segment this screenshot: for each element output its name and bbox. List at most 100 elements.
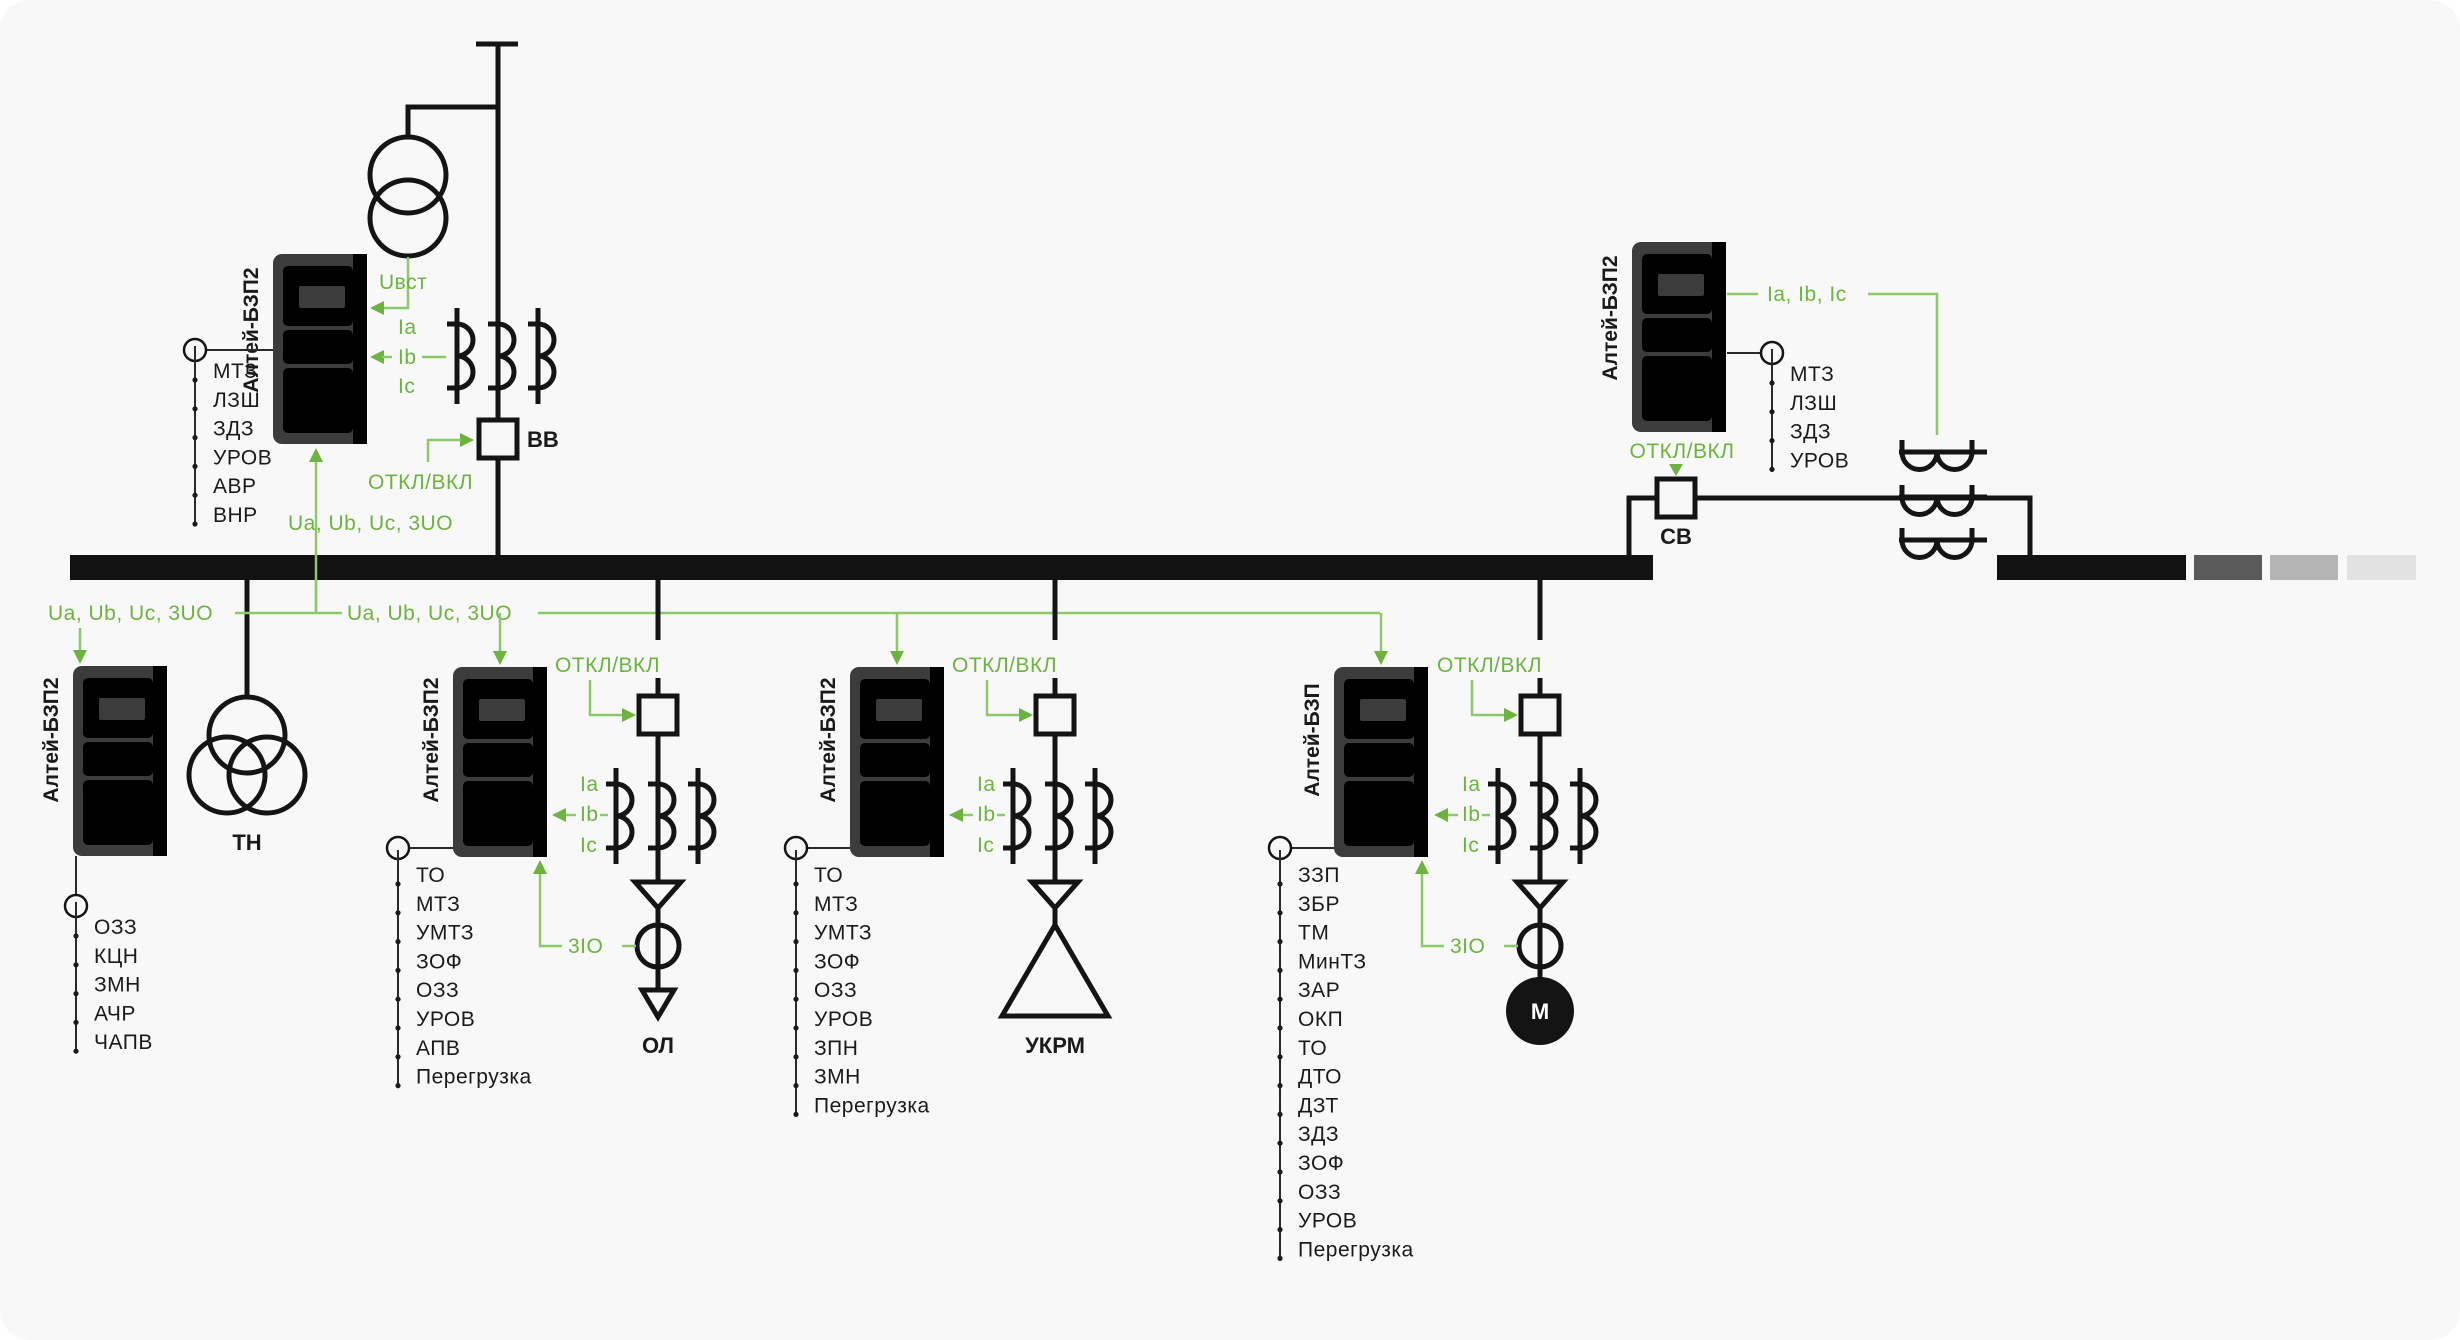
aux-tx-tap [405,104,498,136]
feeder-function-list: ЗЗПЗБРТММинТЗЗАРОКПТОДТОДЗТЗДЗЗОФОЗЗУРОВ… [1277,850,1413,1261]
bullet-icon [395,967,401,974]
protection-function: ЗДЗ [1790,421,1831,444]
protection-function: ЧАПВ [94,1031,153,1054]
feeder-relay[interactable] [850,667,944,857]
overhead-line-icon [637,987,679,1022]
incomer-control-wire [426,438,462,462]
load-label: ОЛ [642,1033,674,1058]
arrow-icon [1669,464,1683,476]
protection-function: УРОВ [814,1008,873,1031]
protection-function: ЗЗП [1298,864,1340,887]
bullet-icon [395,910,401,916]
sectional-breaker-label: СВ [1660,524,1692,549]
bullet-icon [793,910,799,916]
sectional-current-label: Ia, Ib, Ic [1767,283,1847,306]
feeder-breaker[interactable] [1518,693,1562,737]
incomer-voltage-label: Ua, Ub, Uc, 3UO [288,512,453,535]
protection-function: КЦН [94,945,138,968]
arrow-icon [552,808,566,822]
aux-transformer-winding-2 [367,177,449,259]
arrow-icon [890,651,904,665]
ib-label: Ib [398,346,417,369]
incomer-bay: ВВ Алтей-БЗП2 Uвст Ia Ib Ic ОТКЛ/ВКЛ Ua,… [182,41,559,612]
feeder-control-label: ОТКЛ/ВКЛ [1437,654,1542,677]
current-transformer-icon [648,768,674,864]
arrow-icon [1434,808,1448,822]
arrow-icon [1504,708,1518,722]
protection-function: УРОВ [1298,1210,1357,1233]
feeder-relay-model: Алтей-БЗП2 [817,677,840,802]
bus-section-2 [1997,555,2186,580]
bullet-icon [192,463,198,469]
feeder-bay: ОТКЛ/ВКЛIaIbIcАлтей-БЗП2ТОМТЗУМТЗЗОФОЗЗУ… [783,580,1113,1117]
bullet-icon [793,1054,799,1060]
arrow-icon [370,350,384,364]
sectional-wire-right [1696,495,2033,556]
motor-icon [1506,977,1574,1045]
ia-label: Ia [580,773,599,796]
incomer-breaker[interactable] [476,417,520,461]
sectional-bay: СВ Алтей-БЗП2 Ia, Ib, Ic ОТКЛ/ВКЛ МТЗЛЗШ… [1599,242,2033,558]
protection-function: УМТЗ [814,922,872,945]
feeder-relay[interactable] [1334,667,1428,857]
bullet-icon [73,962,79,968]
incomer-control-label: ОТКЛ/ВКЛ [368,471,473,494]
sectional-breaker[interactable] [1654,476,1698,520]
bullet-icon [192,521,198,527]
ib-label: Ib [580,803,599,826]
control-wire [985,680,1021,717]
sectional-relay[interactable] [1632,242,1726,432]
bullet-icon [793,1083,799,1089]
zero-sequence-ct-icon [634,922,682,970]
bullet-icon [395,1054,401,1060]
zero-seq-wire [1420,872,1444,948]
current-transformer-icon [1045,768,1071,864]
feeder-bays: ОТКЛ/ВКЛIaIbIcАлтей-БЗП2ТОМТЗУМТЗЗОФОЗЗУ… [385,580,1596,1261]
vt-relay[interactable] [73,666,167,856]
bullet-icon [395,1083,401,1089]
incomer-relay[interactable] [273,254,367,444]
feeder-control-label: ОТКЛ/ВКЛ [952,654,1057,677]
control-wire [1470,680,1506,717]
protection-function: ЗДЗ [1298,1123,1339,1146]
bullet-icon [1277,939,1283,945]
ib-label: Ib [1462,803,1481,826]
capacitor-bank-icon [997,920,1113,1019]
protection-function: ЗБР [1298,893,1340,916]
protection-function: Перегрузка [416,1066,532,1089]
feeder-relay[interactable] [453,667,547,857]
protection-function: МТЗ [1790,363,1834,386]
arrow-icon [622,708,636,722]
bullet-icon [73,1048,79,1054]
bus-fade-segment-3 [2347,555,2416,580]
bullet-icon [192,377,198,383]
protection-function: ЗПН [814,1037,858,1060]
protection-function: ВНР [213,504,258,527]
protection-function: МТЗ [416,893,460,916]
zero-seq-wire [538,872,562,948]
bullet-icon [1277,881,1283,887]
ct-phase-c-icon [528,308,554,404]
ia-label: Ia [1462,773,1481,796]
protection-function: ЗАР [1298,979,1340,1002]
feeder-breaker[interactable] [1033,693,1077,737]
protection-function: ДТО [1298,1066,1342,1089]
arrow-icon [949,808,963,822]
bullet-icon [1277,1169,1283,1175]
bus-fade-segment-2 [2270,555,2338,580]
bullet-icon [1277,1255,1283,1261]
protection-function: ТМ [1298,922,1329,945]
protection-function: ОЗЗ [814,979,857,1002]
zero-sequence-ct-icon [1516,922,1564,970]
bullet-icon [192,435,198,441]
current-transformer-icon [1488,768,1514,864]
sectional-wire-left [1626,495,1656,556]
ct-phase-a-icon [447,308,473,404]
current-transformer-icon [1570,768,1596,864]
load-label: УКРМ [1025,1033,1085,1058]
protection-function: ЗОФ [1298,1152,1344,1175]
feeder-breaker[interactable] [636,693,680,737]
cable-termination-icon [1511,879,1569,912]
